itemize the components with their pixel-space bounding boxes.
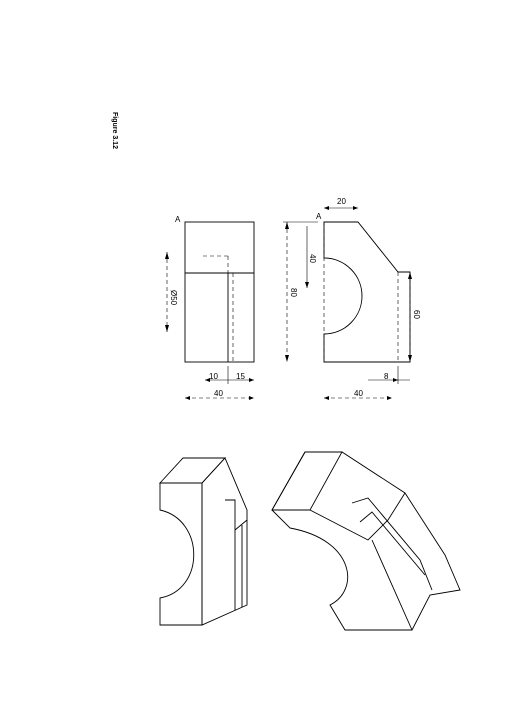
height-arrow-bottom xyxy=(285,355,289,362)
right-width-arrow-right xyxy=(387,396,392,400)
right-iso-slot xyxy=(351,497,433,591)
inner-arrow xyxy=(305,282,309,288)
right-width-arrow-left xyxy=(324,396,329,400)
right-iso-top-face xyxy=(271,451,343,511)
height-dim-text: 80 xyxy=(289,288,298,297)
slot-dim-text: 10 xyxy=(209,372,218,381)
side-arrow-top xyxy=(408,272,412,279)
left-width-arrow-left xyxy=(185,396,190,400)
left-iso-top-face xyxy=(158,457,227,484)
figure-caption-group: Figure 3.12 xyxy=(111,112,118,149)
right-dim-text: 15 xyxy=(236,372,245,381)
left-view-outline xyxy=(184,221,255,363)
step-arrow xyxy=(393,378,398,382)
inner-dim-text: 40 xyxy=(308,254,317,263)
right-iso-inner-edge xyxy=(309,492,406,541)
left-iso-slot xyxy=(225,499,248,531)
right-iso-outline xyxy=(271,451,461,631)
diameter-arrow-top xyxy=(165,252,169,259)
left-iso-side-face xyxy=(201,457,248,626)
right-section-label: A xyxy=(316,212,322,221)
slot-arrow-left xyxy=(205,378,210,382)
side-arrow-bottom xyxy=(408,355,412,362)
step-dim-text: 8 xyxy=(384,372,389,381)
left-iso-front-face xyxy=(159,482,203,626)
right-isometric-view xyxy=(271,451,461,631)
diameter-arrow-bottom xyxy=(165,325,169,332)
left-width-arrow-right xyxy=(249,396,254,400)
right-orthographic-view: A 20 80 40 60 8 xyxy=(283,197,421,400)
slot-arrow-right xyxy=(249,378,254,382)
left-section-label: A xyxy=(175,215,181,224)
top-dim-text: 20 xyxy=(337,197,346,206)
left-isometric-view xyxy=(158,457,248,626)
figure-caption: Figure 3.12 xyxy=(111,112,118,149)
side-dim-text: 60 xyxy=(412,310,421,319)
right-view-profile xyxy=(323,221,411,363)
left-orthographic-view: A Ø50 10 15 40 xyxy=(165,215,255,400)
right-width-dim-text: 40 xyxy=(354,389,363,398)
right-iso-edge xyxy=(371,539,413,631)
top-arrow-left xyxy=(324,206,329,210)
height-arrow-top xyxy=(285,222,289,229)
top-arrow-right xyxy=(353,206,358,210)
left-width-dim-text: 40 xyxy=(214,389,223,398)
right-iso-slot-2 xyxy=(359,511,426,576)
diameter-dim-text: Ø50 xyxy=(169,290,178,306)
